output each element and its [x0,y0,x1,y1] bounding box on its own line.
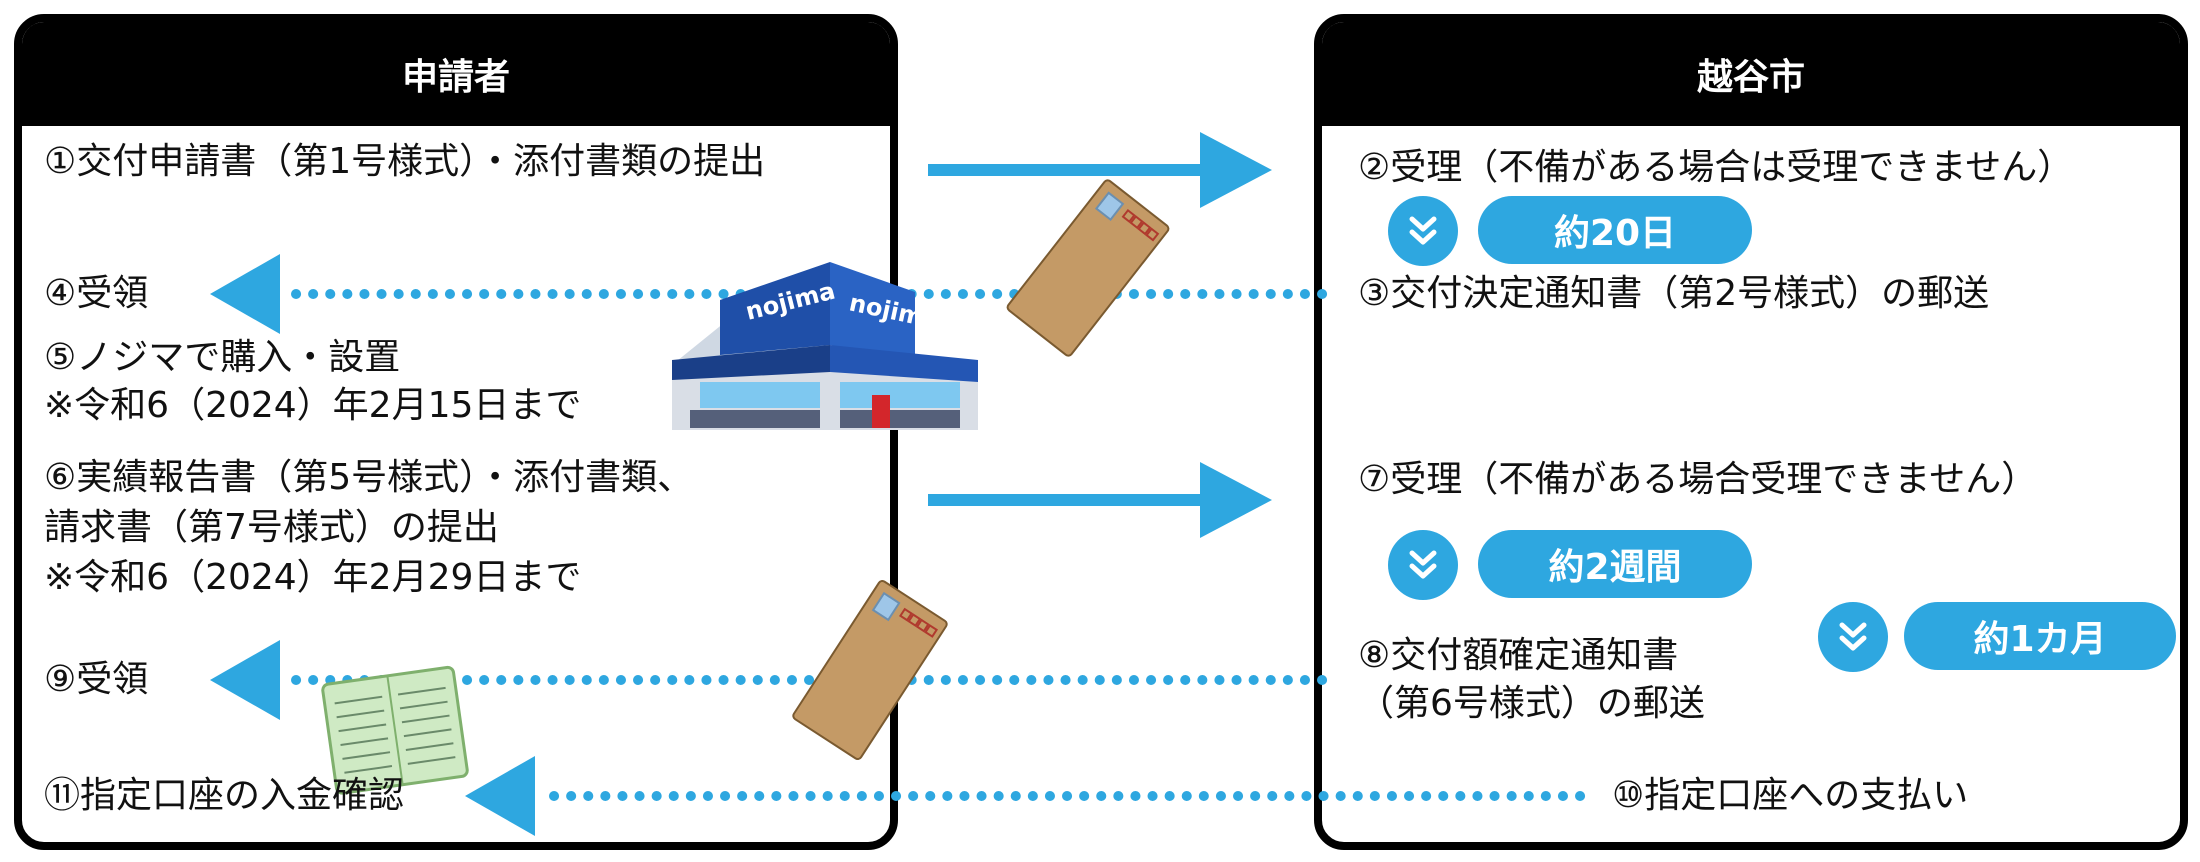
duration-badge-3: 約1カ月 [1904,602,2176,670]
step-10-text: ⑩指定口座への支払い [1612,775,1969,816]
arrow-left-icon [210,640,1341,720]
double-chevron-down-icon [1818,602,1888,672]
double-chevron-down-icon [1388,196,1458,266]
step-9-text: ⑨受領 [44,659,149,700]
step-7-text: ⑦受理（不備がある場合受理できません） [1358,459,2038,500]
arrow-left-icon [210,254,1341,334]
double-chevron-down-icon [1388,530,1458,600]
envelope-icon [1006,179,1170,357]
step-5-line1: ⑤ノジマで購入・設置 [44,337,401,378]
step-6-line1: ⑥実績報告書（第5号様式）・添付書類、 [44,457,694,498]
step-2-text: ②受理（不備がある場合は受理できません） [1358,147,2074,188]
duration-badge-2: 約2週間 [1478,530,1752,598]
city-header: 越谷市 [1322,22,2180,126]
duration-badge-1: 約20日 [1478,196,1752,264]
step-6-line3: ※令和6（2024）年2月29日まで [44,557,582,598]
store-icon: nojima nojima [672,262,978,430]
step-1-text: ①交付申請書（第1号様式）・添付書類の提出 [44,141,766,182]
step-8-line1: ⑧交付額確定通知書 [1358,635,1679,676]
applicant-header: 申請者 [22,22,890,126]
step-8-line2: （第6号様式）の郵送 [1358,683,1705,724]
step-6-line2: 請求書（第7号様式）の提出 [44,507,499,548]
step-5-line2: ※令和6（2024）年2月15日まで [44,385,582,426]
step-3-text: ③交付決定通知書（第2号様式）の郵送 [1358,273,1990,314]
arrow-left-icon [465,756,1601,836]
step-4-text: ④受領 [44,273,149,314]
city-panel: 越谷市 [1314,14,2188,850]
step-11-text: ⑪指定口座の入金確認 [44,775,405,816]
bankbook-icon [321,665,469,795]
arrow-right-icon [928,462,1272,538]
envelope-icon [792,579,948,761]
arrow-right-icon [928,132,1272,208]
